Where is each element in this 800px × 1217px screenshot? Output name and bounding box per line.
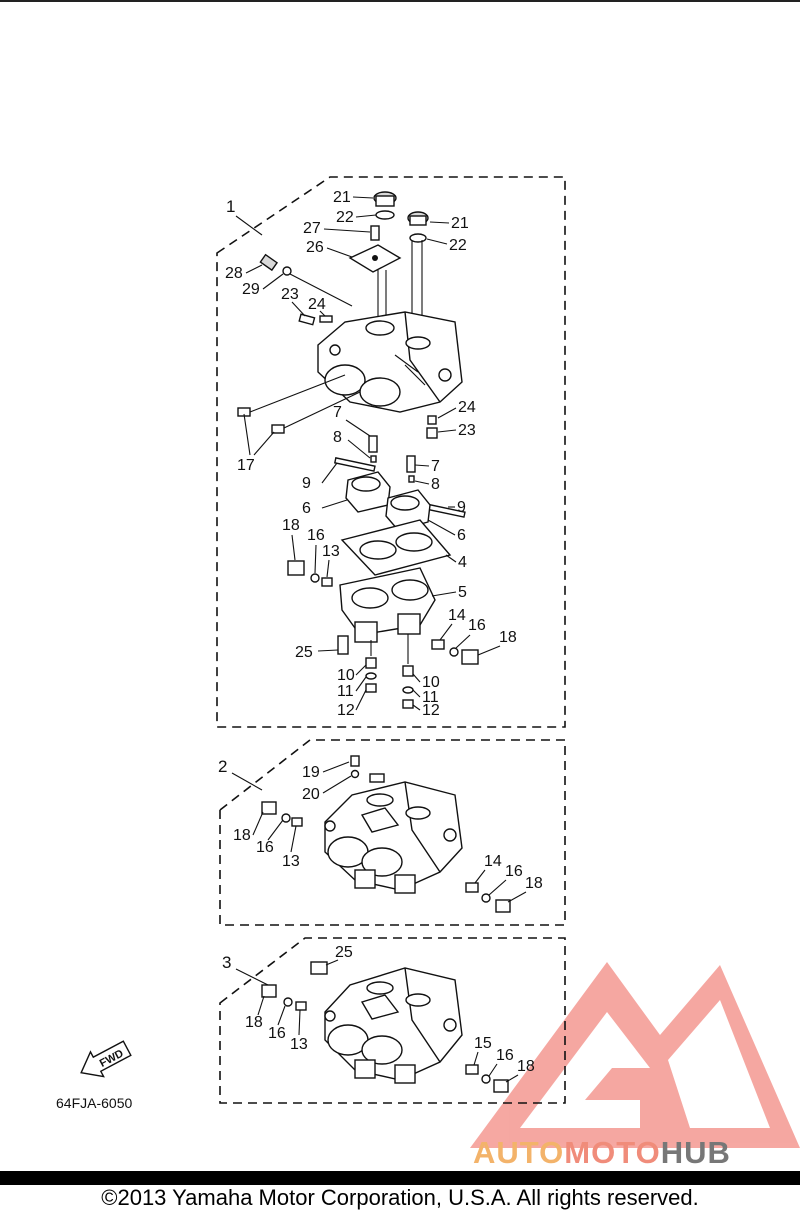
callout-number: 18 [245, 1014, 263, 1031]
group-2-callouts: 19 20 18 16 13 14 16 18 [233, 761, 543, 903]
group-2-boundary [219, 739, 566, 926]
callout-number: 16 [468, 617, 486, 634]
group-1-parts [237, 191, 479, 709]
callout-number: 21 [333, 189, 351, 206]
callout-number: 25 [295, 644, 313, 661]
callout-number: 13 [290, 1036, 308, 1053]
watermark-brand-text: AUTOMOTOHUB [473, 1135, 731, 1170]
callout-number: 9 [457, 499, 466, 516]
fwd-label: FWD [98, 1048, 126, 1070]
callout-number: 24 [308, 296, 326, 313]
callout-number: 5 [458, 584, 467, 601]
callout-number: 17 [237, 457, 255, 474]
group-1-label: 1 [226, 197, 235, 216]
group-3-callouts: 25 18 16 13 15 16 18 [245, 944, 535, 1083]
callout-number: 18 [525, 875, 543, 892]
callout-number: 23 [281, 286, 299, 303]
top-border [0, 0, 800, 2]
callout-number: 18 [282, 517, 300, 534]
callout-number: 16 [307, 527, 325, 544]
group-2-parts [261, 755, 511, 913]
callout-number: 20 [302, 786, 320, 803]
diagram-code: 64FJA-6050 [56, 1095, 132, 1111]
callout-number: 16 [256, 839, 274, 856]
callout-number: 25 [335, 944, 353, 961]
callout-number: 24 [458, 399, 476, 416]
callout-number: 11 [422, 689, 439, 706]
watermark-logo-icon [470, 962, 800, 1148]
callout-number: 13 [322, 543, 340, 560]
callout-number: 10 [337, 667, 355, 684]
fwd-arrow-icon: FWD [80, 1040, 132, 1078]
callout-number: 10 [422, 674, 440, 691]
callout-number: 27 [303, 220, 321, 237]
callout-number: 21 [451, 215, 469, 232]
footer-bar [0, 1171, 800, 1185]
callout-number: 22 [336, 209, 354, 226]
callout-number: 23 [458, 422, 476, 439]
group-1-boundary [216, 176, 566, 728]
callout-number: 14 [448, 607, 466, 624]
group-2-label: 2 [218, 757, 227, 776]
copyright-notice: ©2013 Yamaha Motor Corporation, U.S.A. A… [101, 1185, 699, 1210]
group-3-label: 3 [222, 953, 231, 972]
callout-number: 16 [505, 863, 523, 880]
callout-number: 6 [457, 527, 466, 544]
callout-number: 16 [496, 1047, 514, 1064]
callout-number: 12 [422, 702, 440, 719]
callout-number: 15 [474, 1035, 492, 1052]
callout-number: 16 [268, 1025, 286, 1042]
callout-number: 6 [302, 500, 311, 517]
group-3-boundary [219, 937, 566, 1104]
callout-number: 18 [233, 827, 251, 844]
callout-number: 9 [302, 475, 311, 492]
callout-number: 12 [337, 702, 355, 719]
callout-number: 7 [431, 458, 440, 475]
callout-number: 14 [484, 853, 502, 870]
carburetor-exploded-diagram: 1 2 3 [56, 176, 800, 1148]
callout-number: 8 [333, 429, 342, 446]
callout-number: 13 [282, 853, 300, 870]
group-1-callouts: 21 22 21 22 27 26 28 29 23 24 24 23 17 7… [225, 189, 517, 719]
callout-number: 28 [225, 265, 243, 282]
callout-number: 8 [431, 476, 440, 493]
callout-number: 11 [337, 683, 354, 700]
callout-number: 19 [302, 764, 320, 781]
group-3-parts [261, 961, 509, 1093]
callout-number: 18 [517, 1058, 535, 1075]
callout-number: 26 [306, 239, 324, 256]
callout-number: 29 [242, 281, 260, 298]
callout-number: 7 [333, 404, 342, 421]
callout-number: 4 [458, 554, 467, 571]
callout-number: 22 [449, 237, 467, 254]
callout-number: 18 [499, 629, 517, 646]
